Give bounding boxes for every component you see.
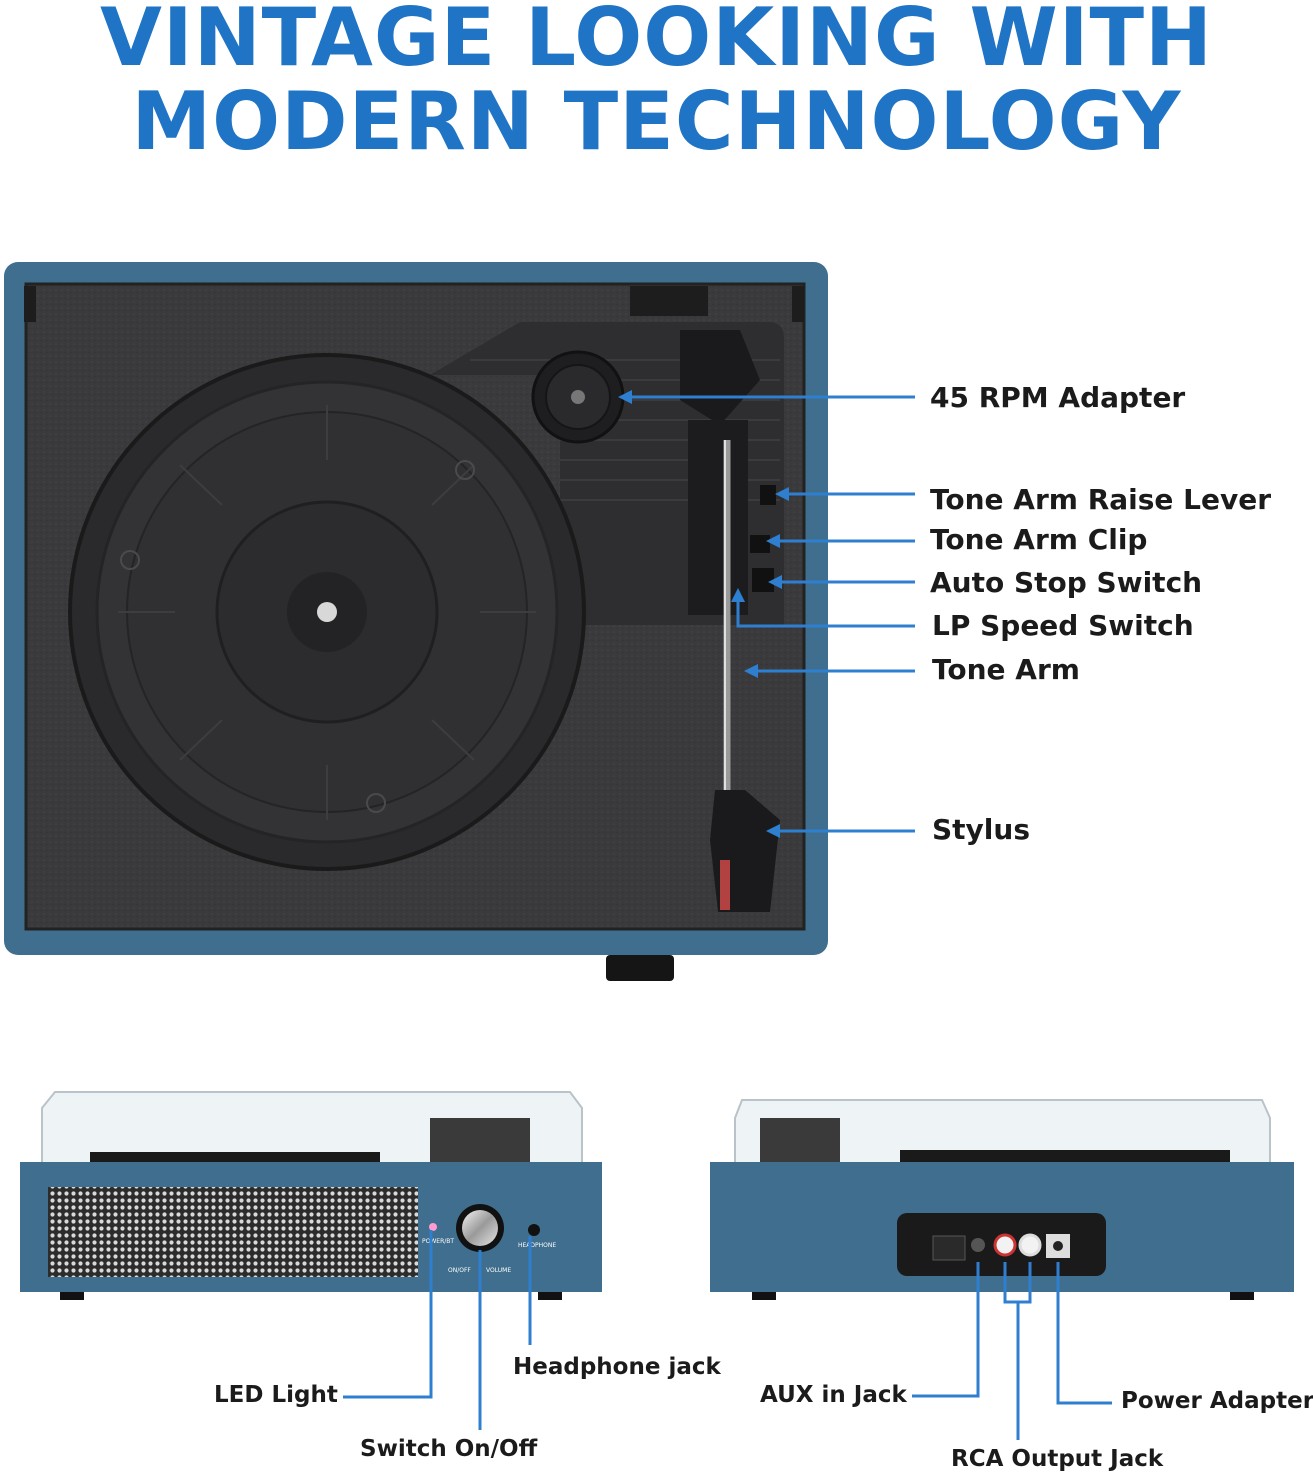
rca-white [1018,1233,1042,1257]
callout-led-light: LED Light [214,1382,338,1408]
lid-hinge [630,286,708,316]
volume-knob-top [606,955,674,981]
panel-headphone-label: HEADPHONE [518,1242,556,1249]
speaker-grille [48,1187,418,1277]
callout-stylus: Stylus [932,813,1030,846]
led-light [429,1223,437,1231]
headphone-port [528,1224,540,1236]
front-callout-lines [343,1230,532,1430]
aux-jack [971,1238,985,1252]
headline-line-2: MODERN TECHNOLOGY [131,75,1182,168]
turntable-front-view [20,1091,602,1300]
callout-power-adapter: Power Adapter [1121,1388,1313,1414]
callout-tone-arm-clip: Tone Arm Clip [930,523,1148,556]
volume-knob-front [462,1210,498,1246]
panel-power-label: POWER/BT [422,1238,454,1245]
panel-onoff-label: ON/OFF [448,1267,471,1274]
callout-lp-speed-switch: LP Speed Switch [932,609,1194,642]
rca-red [993,1233,1017,1257]
callout-switch-on-off: Switch On/Off [360,1436,538,1462]
callout-rca-output-jack: RCA Output Jack [951,1446,1164,1472]
top-callout-lines [622,395,915,833]
callout-headphone-jack: Headphone jack [513,1354,721,1380]
headline-line-1: VINTAGE LOOKING WITH [100,0,1213,84]
callout-auto-stop-switch: Auto Stop Switch [930,566,1203,599]
callout-aux-in-jack: AUX in Jack [760,1382,907,1408]
callout-tone-arm-raise-lever: Tone Arm Raise Lever [930,483,1272,516]
tone-arm-pivot [680,330,760,425]
spindle [317,602,337,622]
back-callout-lines [912,1262,1112,1440]
callout-45-rpm-adapter: 45 RPM Adapter [930,381,1186,414]
panel-volume-label: VOLUME [486,1267,511,1274]
turntable-back-view [710,1099,1294,1300]
turntable-top-view [4,262,828,981]
callout-tone-arm: Tone Arm [932,653,1080,686]
